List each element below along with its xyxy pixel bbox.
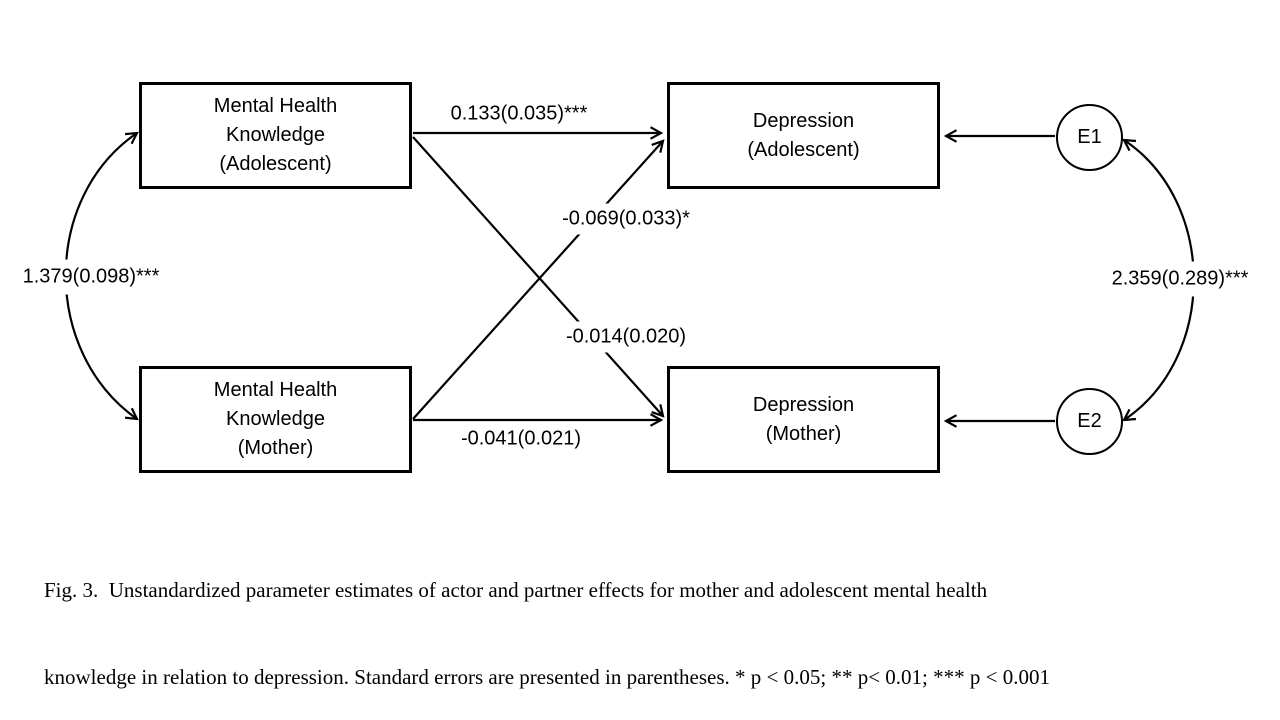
error-label: E2 — [1077, 410, 1102, 432]
box-depression-adolescent: Depression (Adolescent) — [667, 82, 940, 189]
box-text-line: Mental Health — [213, 95, 338, 117]
box-mental-health-knowledge-adolescent: Mental Health Knowledge (Adolescent) — [139, 82, 412, 189]
estimate-mother-partner: -0.069(0.033)* — [555, 203, 697, 235]
box-text-line: (Mother) — [765, 422, 842, 445]
box-text-line: Knowledge — [226, 408, 325, 430]
estimate-adolescent-actor: 0.133(0.035)*** — [443, 98, 595, 130]
error-label: E1 — [1077, 126, 1102, 148]
circle-error-e2: E2 — [1056, 388, 1123, 455]
estimate-error-covariance: 2.359(0.289)*** — [1107, 261, 1253, 297]
box-text-line: (Mother) — [237, 437, 314, 459]
caption-line-2: knowledge in relation to depression. Sta… — [44, 665, 1050, 689]
box-text-line: Depression — [752, 109, 855, 132]
estimate-adolescent-partner: -0.014(0.020) — [558, 321, 694, 353]
box-text-line: Depression — [752, 393, 855, 416]
box-text-line: (Adolescent) — [747, 138, 860, 161]
box-text-line: (Adolescent) — [219, 153, 332, 175]
estimate-mother-actor: -0.041(0.021) — [453, 423, 589, 455]
arrow-mhk-mother-to-dep-adolescent — [412, 139, 665, 420]
box-mental-health-knowledge-mother: Mental Health Knowledge (Mother) — [139, 366, 412, 473]
caption-line-1: Fig. 3. Unstandardized parameter estimat… — [44, 578, 988, 602]
box-text-line: Mental Health — [213, 379, 338, 401]
figure-caption: Fig. 3. Unstandardized parameter estimat… — [44, 518, 1244, 720]
arrow-mhk-adolescent-to-dep-mother — [412, 136, 665, 418]
box-text-line: Knowledge — [226, 124, 325, 146]
circle-error-e1: E1 — [1056, 104, 1123, 171]
box-depression-mother: Depression (Mother) — [667, 366, 940, 473]
estimate-knowledge-covariance: 1.379(0.098)*** — [18, 259, 164, 295]
